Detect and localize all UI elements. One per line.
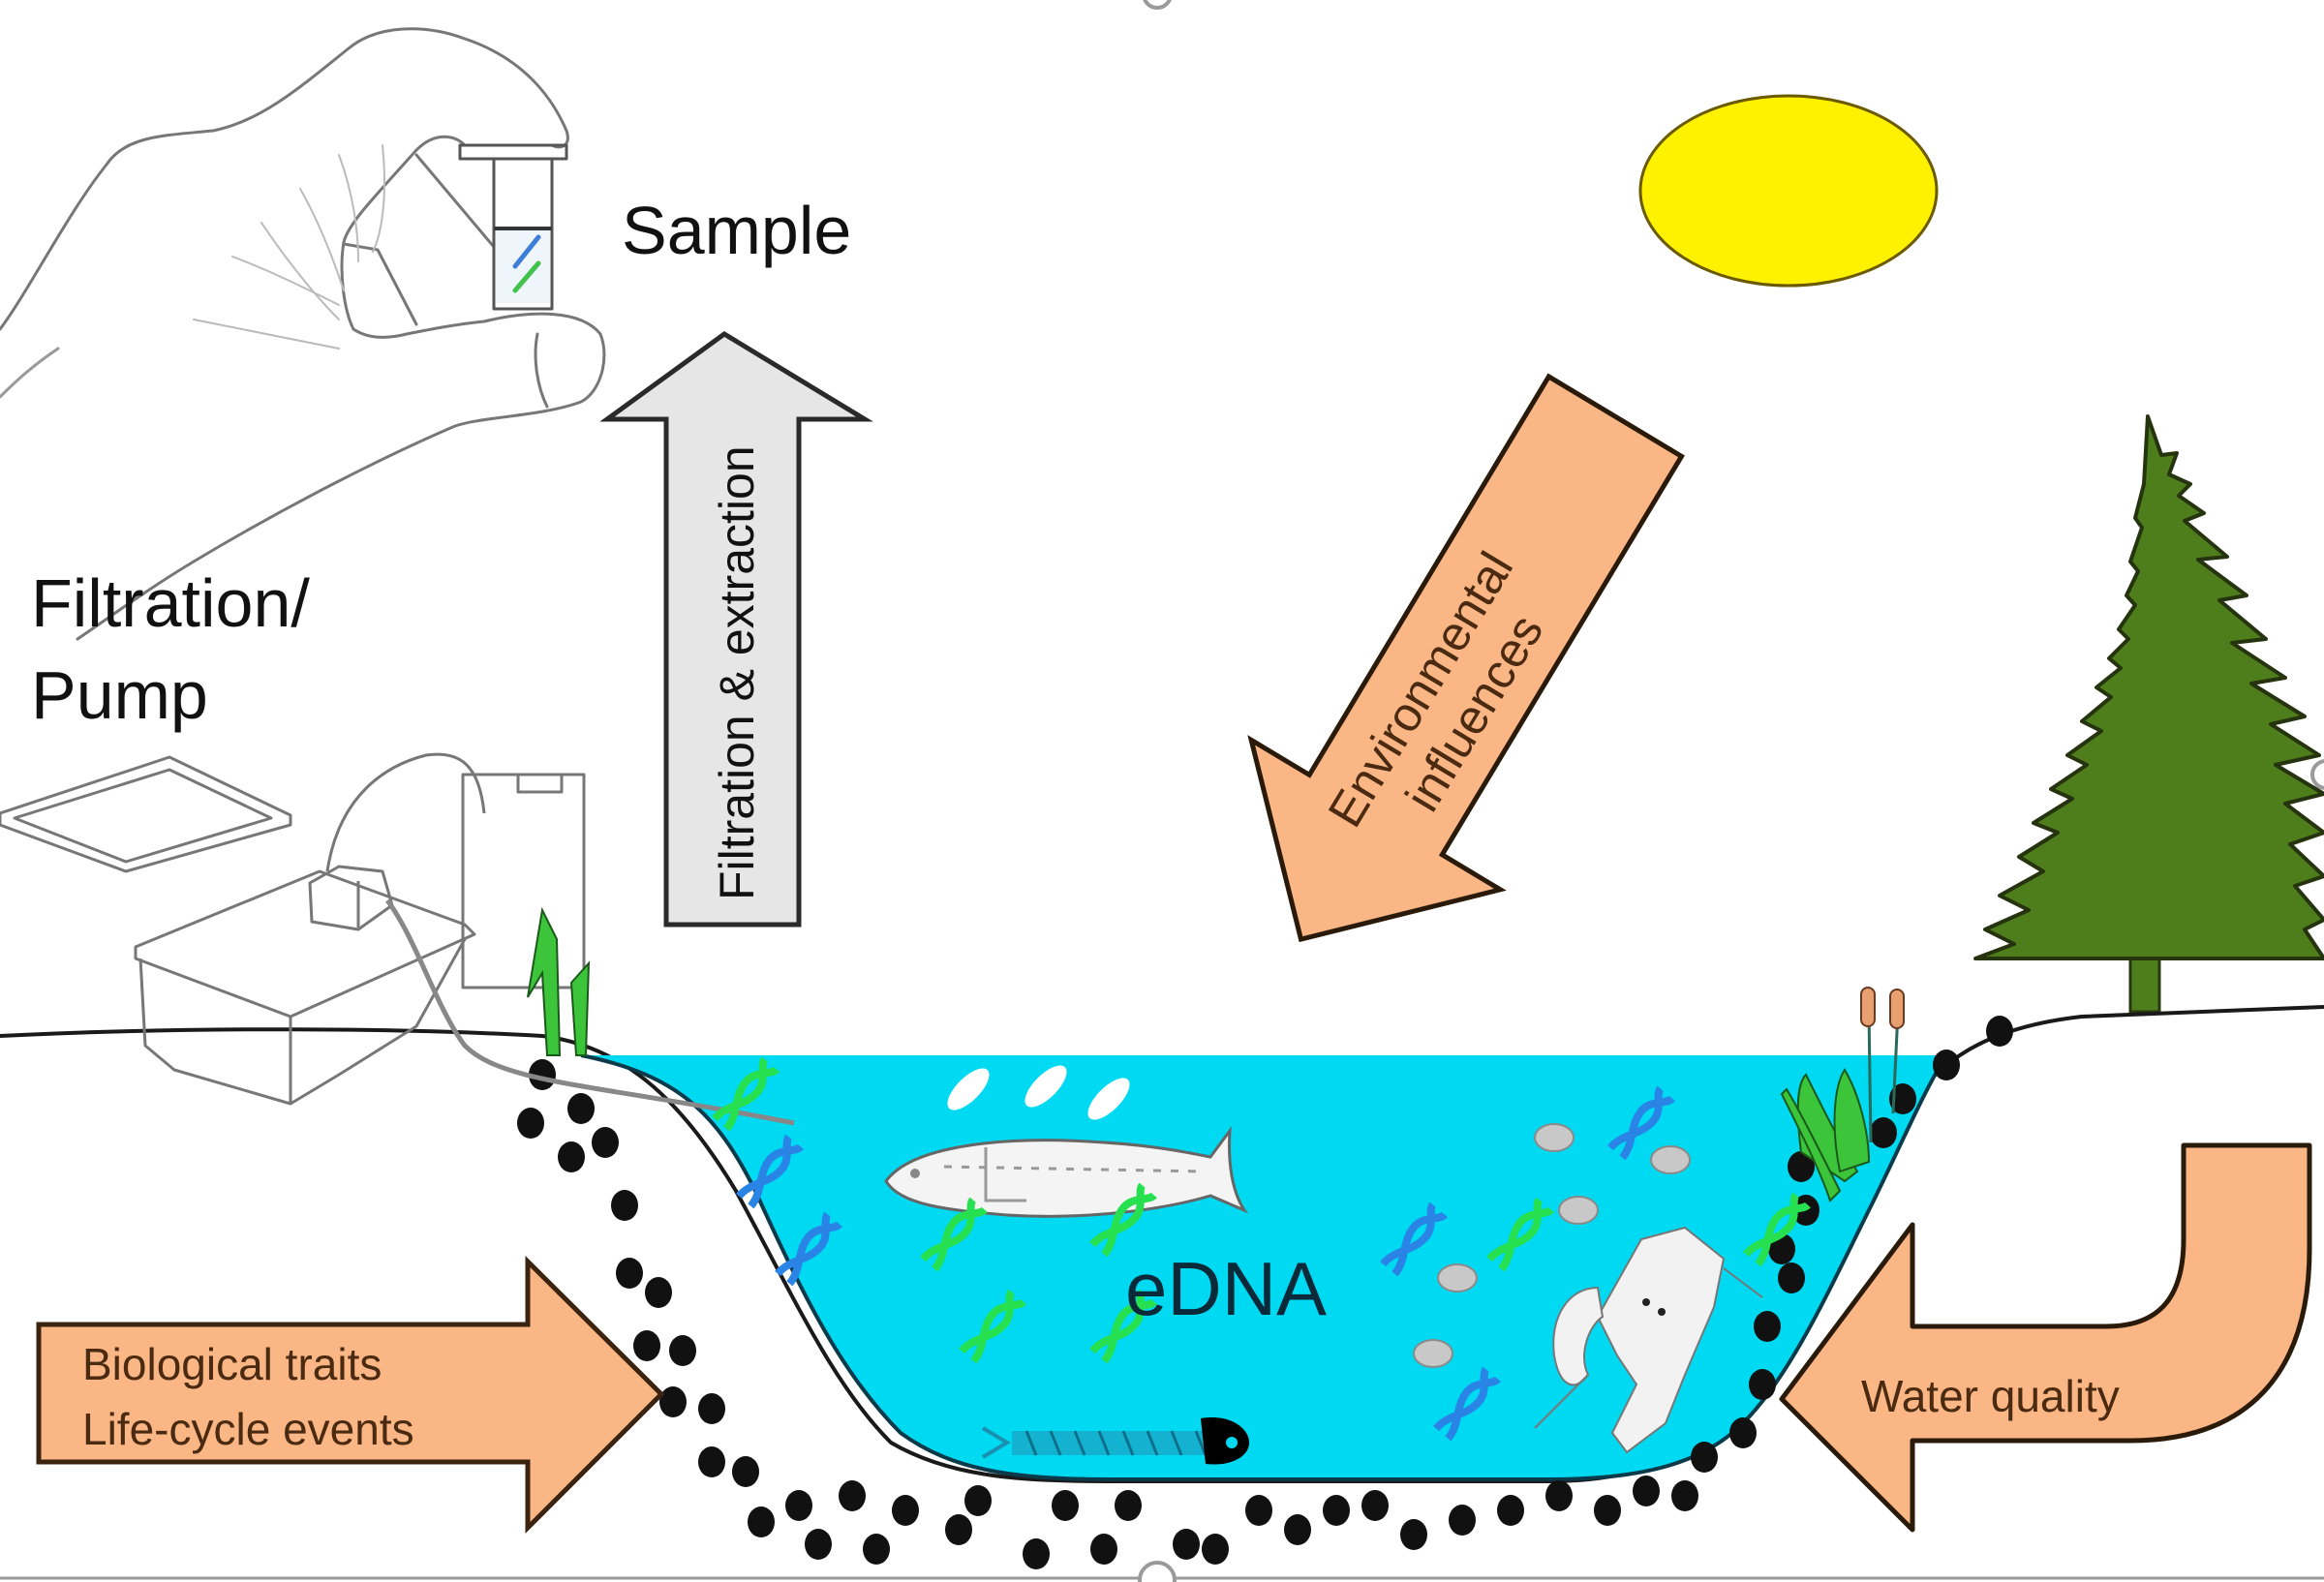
- organic-particles: [1413, 1123, 1691, 1368]
- sediment-particle: [748, 1506, 775, 1537]
- organic-particle: [1413, 1339, 1453, 1368]
- biological-label-line1: Biological traits: [82, 1339, 382, 1389]
- dna-helix-icon: [920, 1197, 988, 1272]
- sediment-particle: [592, 1127, 619, 1158]
- filtration-extraction-label: Filtration & extraction: [710, 445, 764, 900]
- sediment-particle: [1361, 1490, 1389, 1521]
- dna-helix-icon: [1486, 1197, 1554, 1272]
- edna-label: eDNA: [1125, 1246, 1327, 1331]
- reed-plant-icon: [527, 906, 591, 1056]
- sediment-particle: [611, 1190, 638, 1221]
- sediment-particle: [645, 1277, 672, 1308]
- sediment-particle: [659, 1386, 687, 1417]
- sediment-particle: [1323, 1495, 1350, 1526]
- resize-handle-right[interactable]: [2310, 759, 2324, 790]
- sediment-particle: [1284, 1514, 1311, 1545]
- sediment-particle: [1889, 1083, 1916, 1114]
- sediment-particle: [616, 1258, 643, 1289]
- dna-strands: [712, 1056, 1811, 1442]
- water-plant-icon: [1780, 1068, 1871, 1202]
- sediment-particle: [529, 1059, 556, 1090]
- organic-particle: [1558, 1196, 1599, 1225]
- dna-helix-icon: [775, 1211, 842, 1287]
- dna-helix-icon: [1743, 1192, 1811, 1267]
- sediment-particle: [1788, 1151, 1815, 1182]
- biological-label-line2: Life-cycle events: [82, 1404, 414, 1454]
- sediment-particle: [1400, 1519, 1427, 1550]
- dna-helix-icon: [1089, 1182, 1157, 1258]
- sediment-particle: [1691, 1442, 1718, 1473]
- tree-icon: [1973, 414, 2324, 1014]
- sediment-particle: [1933, 1050, 1960, 1080]
- sediment-particle: [1202, 1534, 1229, 1565]
- organic-particle: [1534, 1123, 1575, 1152]
- sediment-particle: [1754, 1311, 1781, 1342]
- cattail-icon: [1860, 987, 1905, 1143]
- sediment-particle: [633, 1330, 660, 1361]
- sediment-particle: [785, 1490, 812, 1521]
- sediment-particle: [732, 1456, 759, 1487]
- sediment-particle: [558, 1141, 585, 1172]
- filtration-pump-label-line2: Pump: [31, 657, 208, 733]
- sediment-particle: [1023, 1538, 1050, 1569]
- sediment-particle: [1497, 1495, 1524, 1526]
- dna-helix-icon: [959, 1289, 1026, 1364]
- filtration-extraction-arrow: Filtration & extraction: [599, 330, 873, 928]
- sediment-particle: [1449, 1505, 1476, 1536]
- sediment-particle: [1633, 1476, 1660, 1506]
- sediment-particle: [1115, 1490, 1142, 1521]
- dna-helix-icon: [1089, 1289, 1157, 1364]
- organic-particle: [1437, 1263, 1478, 1293]
- sediment-particle: [892, 1495, 919, 1526]
- biological-traits-arrow: Biological traits Life-cycle events: [36, 1255, 665, 1535]
- sediment-particle: [669, 1335, 696, 1366]
- sediment-particle: [805, 1529, 832, 1560]
- sediment-particle: [863, 1534, 890, 1565]
- resize-handle-bottom[interactable]: [1138, 1561, 1177, 1582]
- sediment-particle: [698, 1393, 725, 1424]
- gloved-hand-icon: [0, 27, 606, 641]
- sediment-particle: [1245, 1495, 1272, 1526]
- sediment-particle: [567, 1093, 595, 1124]
- sediment-particle: [1545, 1480, 1573, 1511]
- sediment-particle: [1671, 1480, 1698, 1511]
- sediment-particle: [964, 1485, 992, 1516]
- environmental-influences-arrow: Environmental influences: [1247, 373, 1685, 943]
- sediment-particle: [1090, 1534, 1117, 1565]
- dna-helix-icon: [1380, 1202, 1448, 1277]
- water-quality-arrow: Water quality: [1779, 1142, 2312, 1533]
- sediment-particle: [1749, 1369, 1776, 1400]
- sediment-particle: [945, 1514, 972, 1545]
- dna-helix-icon: [1607, 1085, 1675, 1161]
- dna-helix-icon: [712, 1056, 780, 1132]
- sediment-particle: [1729, 1417, 1757, 1448]
- filtration-pump-label-line1: Filtration/: [31, 565, 310, 641]
- sediment-particle: [839, 1480, 866, 1511]
- sample-label: Sample: [622, 193, 851, 268]
- sediment-particle: [1594, 1495, 1621, 1526]
- sediment-particle: [517, 1108, 544, 1139]
- sediment-particle: [1052, 1490, 1079, 1521]
- sun-icon: [1638, 94, 1939, 288]
- organic-particle: [1650, 1145, 1691, 1174]
- sediment-particles: [517, 1016, 2013, 1569]
- sediment-particle: [698, 1446, 725, 1477]
- crayfish-icon: [1534, 1226, 1763, 1454]
- water-quality-label: Water quality: [1861, 1371, 2120, 1421]
- sediment-particle: [1986, 1016, 2013, 1047]
- sediment-particle: [1870, 1117, 1897, 1148]
- filtration-pump-icon: [0, 752, 795, 1126]
- sediment-particle: [1173, 1529, 1200, 1560]
- dna-helix-icon: [736, 1134, 804, 1209]
- fish-icon: [884, 1065, 1248, 1218]
- fish-skeleton-icon: [981, 1417, 1249, 1465]
- dna-helix-icon: [1433, 1366, 1501, 1442]
- sediment-particle: [1778, 1263, 1805, 1293]
- resize-handle-top[interactable]: [1143, 0, 1172, 10]
